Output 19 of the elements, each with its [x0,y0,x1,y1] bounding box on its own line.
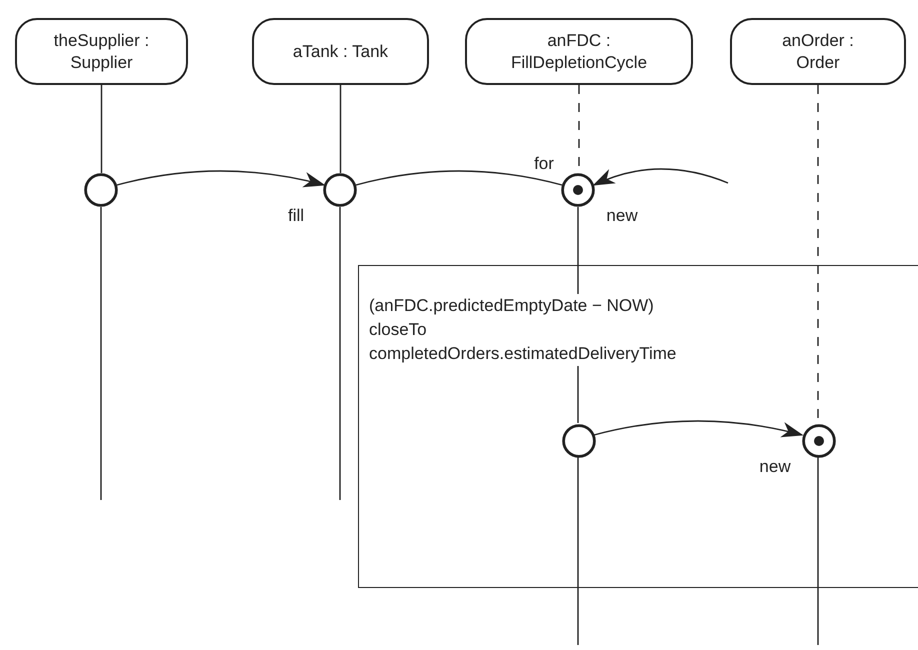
object-box: theSupplier : Supplier [15,18,188,85]
message-label: fill [288,206,304,226]
object-box: aTank : Tank [252,18,429,85]
message-line [356,170,562,186]
lifeline [577,457,579,645]
object-box: anFDC : FillDepletionCycle [465,18,693,85]
message-label: new [606,206,638,226]
message-label: new [759,457,791,477]
condition-frame [358,265,918,588]
lifeline [100,207,102,500]
message-arrow [594,420,804,438]
message-label: for [534,154,554,174]
object-box: anOrder : Order [730,18,906,85]
message-arrow [116,170,326,188]
lifeline [339,207,341,500]
lifeline [817,457,819,645]
lifeline [340,85,342,173]
message-arrow [592,168,728,186]
lifeline [100,85,102,173]
